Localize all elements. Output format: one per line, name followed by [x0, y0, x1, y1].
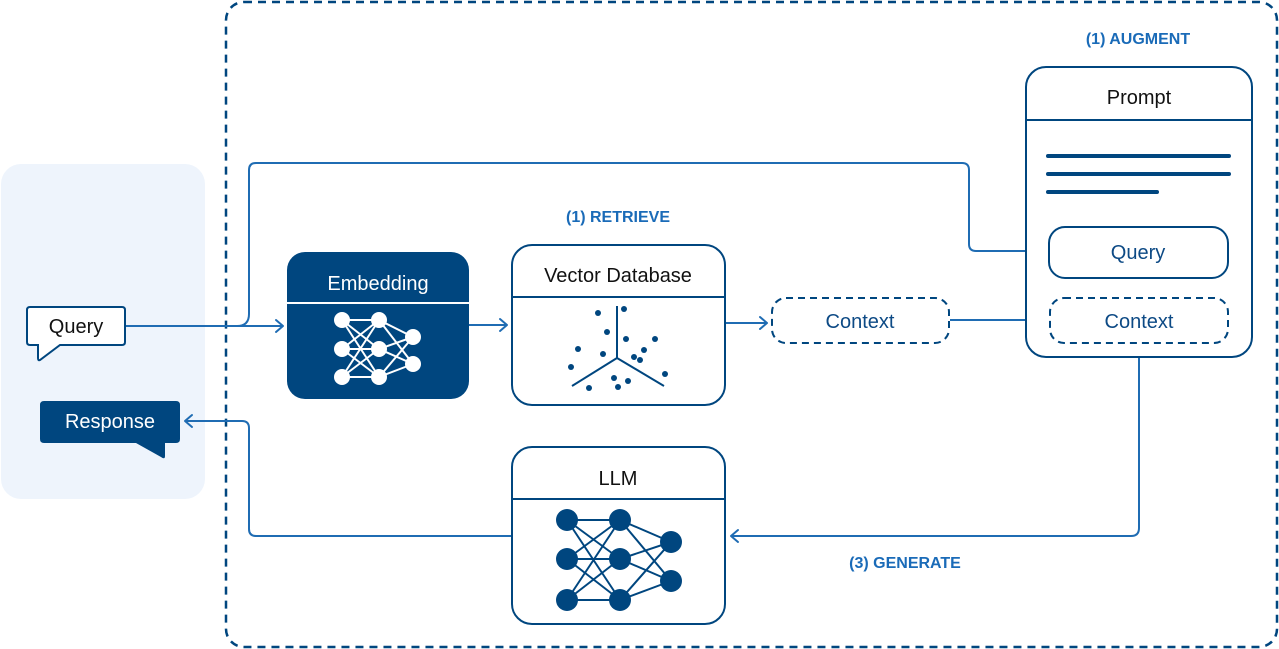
prompt-query-box: [1048, 226, 1229, 279]
text-lines-icon: [1046, 154, 1231, 194]
network-node: [334, 312, 350, 328]
vector-point: [637, 357, 643, 363]
arrowhead-icon: [499, 318, 508, 332]
network-node: [556, 589, 578, 611]
step-augment-label: (1) AUGMENT: [1086, 31, 1191, 48]
network-edge: [566, 558, 621, 601]
vector-point: [615, 384, 621, 390]
rag-system-boundary: [224, 0, 1279, 649]
prompt-query-label: Query: [1111, 242, 1165, 264]
vector-point: [621, 306, 627, 312]
prompt-query-slot[interactable]: Query: [1048, 226, 1229, 279]
network-node: [371, 341, 387, 357]
speech-bubble-icon: [40, 401, 180, 459]
network-node: [609, 589, 631, 611]
prompt-context-slot[interactable]: Context: [1049, 297, 1229, 344]
axis-line: [616, 357, 665, 387]
network-node: [334, 369, 350, 385]
arrow-query-to-prompt: [236, 162, 1045, 327]
network-node: [371, 369, 387, 385]
network-node: [405, 356, 421, 372]
network-edge: [378, 336, 414, 378]
embedding-title: Embedding: [327, 273, 428, 295]
response-bubble-label: Response: [65, 411, 155, 433]
vector-point: [611, 375, 617, 381]
query-bubble[interactable]: Query: [26, 306, 126, 362]
prompt-context-label: Context: [1105, 311, 1174, 333]
vector-point: [631, 354, 637, 360]
llm-node[interactable]: LLM: [511, 446, 726, 625]
step-retrieve-label: (1) RETRIEVE: [566, 209, 670, 226]
vector-point: [595, 310, 601, 316]
network-node: [609, 548, 631, 570]
arrowhead-icon: [184, 414, 193, 428]
network-node: [556, 509, 578, 531]
arrowhead-icon: [759, 316, 768, 330]
neural-network-icon: [556, 509, 682, 611]
vector-point: [641, 347, 647, 353]
network-edge: [341, 319, 380, 378]
context-node[interactable]: Context: [771, 297, 950, 344]
context-label: Context: [826, 311, 895, 333]
vector-point: [662, 371, 668, 377]
prompt-box: [1025, 66, 1253, 358]
vector-database-box: [511, 244, 726, 406]
vector-database-title: Vector Database: [544, 265, 692, 287]
speech-bubble-icon: [26, 306, 126, 362]
network-edge: [619, 541, 672, 601]
network-node: [660, 570, 682, 592]
network-edge: [566, 519, 621, 601]
step-generate-label: (3) GENERATE: [849, 555, 961, 572]
vector-point: [586, 385, 592, 391]
vector-scatter-icon: [568, 306, 668, 391]
context-box: [771, 297, 950, 344]
prompt-context-box: [1049, 297, 1229, 344]
arrow-llm-to-response: [185, 420, 511, 537]
network-node: [371, 312, 387, 328]
vector-point: [623, 336, 629, 342]
network-node: [556, 548, 578, 570]
vector-point: [652, 336, 658, 342]
arrow-prompt-to-llm: [731, 357, 1140, 537]
network-node: [609, 509, 631, 531]
vector-point: [604, 329, 610, 335]
axis-line: [571, 357, 618, 387]
response-bubble[interactable]: Response: [40, 401, 180, 459]
network-node: [405, 329, 421, 345]
query-bubble-label: Query: [49, 316, 103, 338]
neural-network-icon: [334, 312, 421, 385]
llm-title: LLM: [599, 468, 638, 490]
embedding-node[interactable]: Embedding: [287, 252, 469, 399]
arrowhead-icon: [730, 529, 739, 543]
prompt-title: Prompt: [1107, 87, 1172, 109]
prompt-node[interactable]: Prompt Query Context: [1025, 66, 1253, 358]
vector-point: [568, 364, 574, 370]
vector-point: [600, 351, 606, 357]
network-node: [334, 341, 350, 357]
vector-point: [575, 346, 581, 352]
vector-point: [625, 378, 631, 384]
arrowhead-icon: [275, 319, 284, 333]
network-node: [660, 531, 682, 553]
vector-database-node[interactable]: Vector Database: [511, 244, 726, 406]
